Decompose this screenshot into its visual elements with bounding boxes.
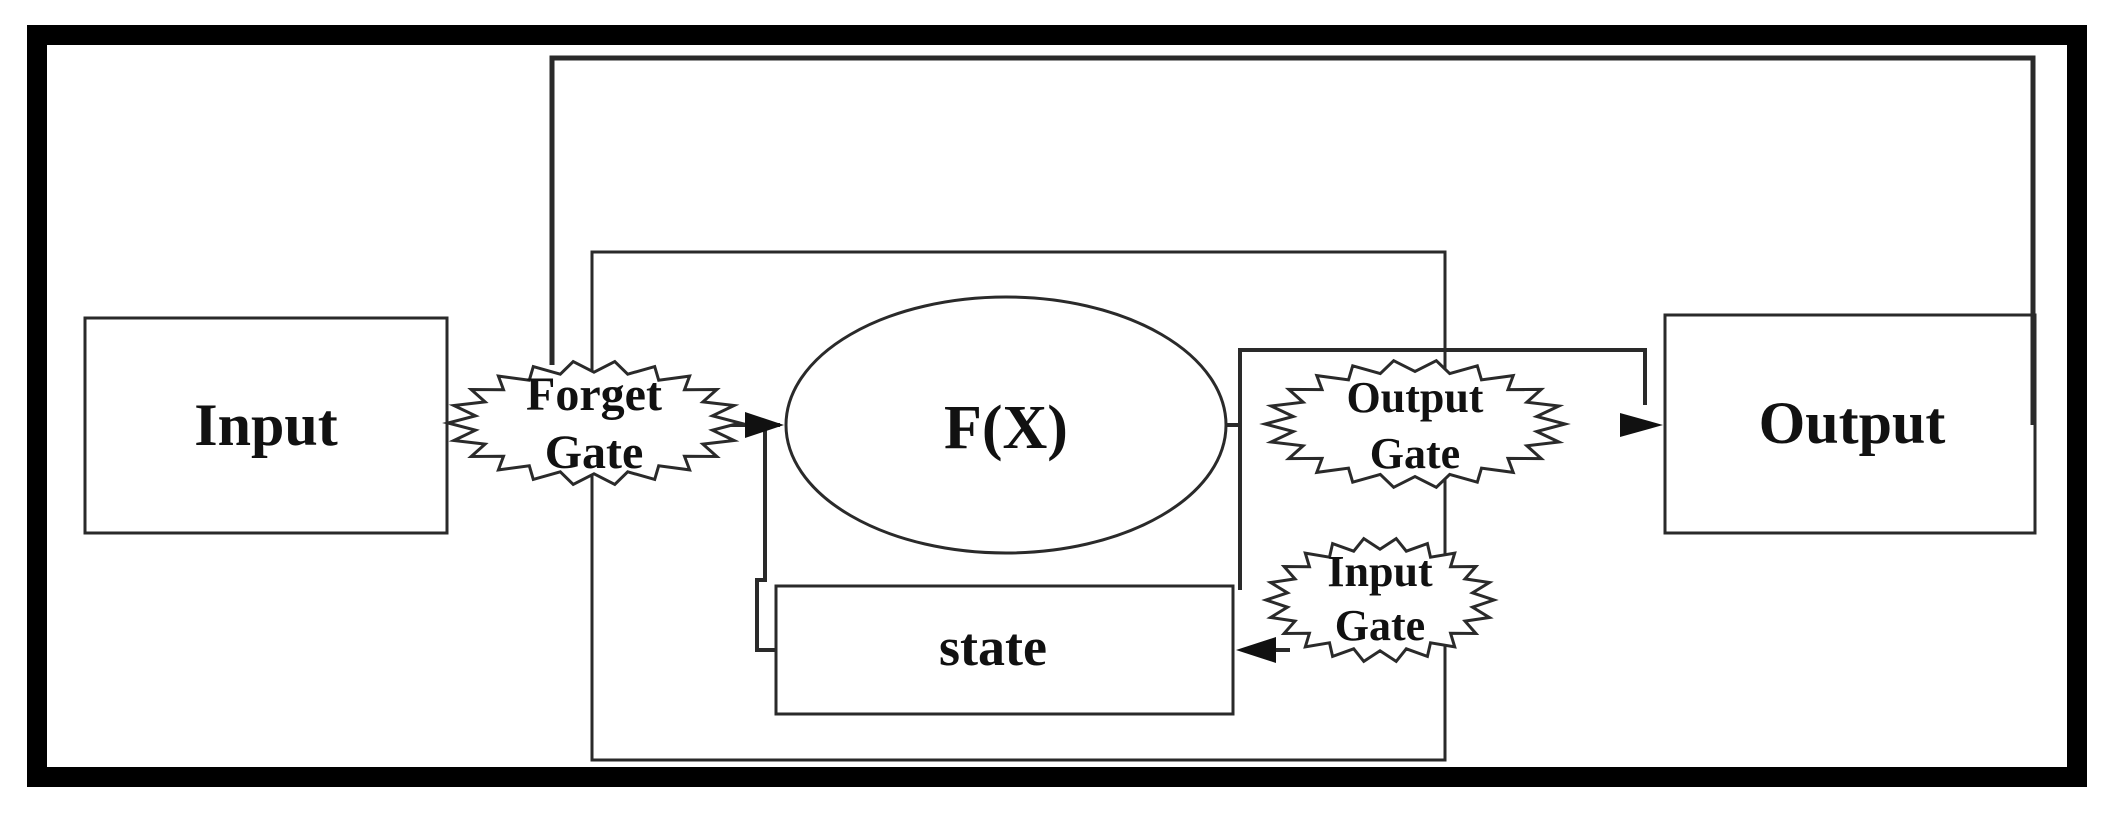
input-gate-label-line2: Gate <box>1335 601 1425 650</box>
input-gate-starburst <box>1261 536 1499 664</box>
output-arrowhead <box>1620 413 1663 437</box>
input-box <box>83 316 449 535</box>
cell-container <box>590 250 1447 762</box>
output-gate-label-line2: Gate <box>1370 429 1460 478</box>
state-label: state <box>939 617 1047 677</box>
input-to-state-arrowhead <box>1236 637 1276 663</box>
outer-frame <box>27 25 2087 787</box>
feedback-loop-line <box>549 55 2036 425</box>
output-gate: Output Gate <box>1259 358 1571 490</box>
forget-gate: Forget Gate <box>442 359 746 487</box>
input-label: Input <box>194 392 337 458</box>
output-route-line <box>1238 348 1647 590</box>
output-label: Output <box>1759 390 1946 456</box>
output-box <box>1663 313 2037 535</box>
output-gate-starburst <box>1259 358 1571 490</box>
forget-gate-starburst <box>442 359 746 487</box>
input-gate-label-line1: Input <box>1327 547 1433 596</box>
output-gate-label-line1: Output <box>1347 373 1484 422</box>
function-label: F(X) <box>944 394 1068 462</box>
forget-gate-label-line1: Forget <box>526 368 662 421</box>
input-gate: Input Gate <box>1261 536 1499 664</box>
forget-gate-label-line2: Gate <box>545 426 644 479</box>
forget-to-function-arrowhead <box>745 412 784 438</box>
